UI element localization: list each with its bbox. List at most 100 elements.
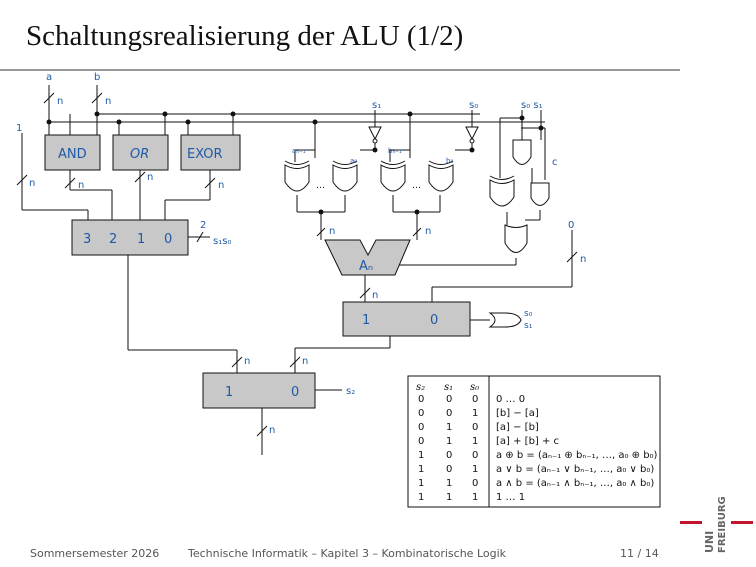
s0s1-label: s₀ s₁	[521, 100, 543, 111]
svg-text:n: n	[78, 180, 84, 191]
table-cell-s2: 0	[418, 436, 424, 447]
and-label: AND	[58, 147, 87, 162]
svg-text:1: 1	[362, 313, 370, 328]
table-cell-result: a ∨ b = (aₙ₋₁ ∨ bₙ₋₁, …, a₀ ∨ b₀)	[496, 464, 654, 475]
table-cell-s2: 0	[418, 394, 424, 405]
svg-text:a₀: a₀	[350, 157, 357, 165]
table-cell-s2: 1	[418, 450, 424, 461]
table-cell-result: 1 … 1	[496, 492, 525, 503]
table-cell-s0: 0	[472, 478, 478, 489]
table-cell-s1: 1	[446, 436, 452, 447]
final-mux-block	[202, 372, 316, 409]
table-cell-s2: 1	[418, 464, 424, 475]
input-one-label: 1	[16, 123, 22, 134]
table-cell-s2: 1	[418, 478, 424, 489]
table-cell-s1: 1	[446, 478, 452, 489]
svg-text:n: n	[302, 356, 308, 367]
table-cell-s1: 1	[446, 422, 452, 433]
table-cell-s0: 0	[472, 394, 478, 405]
table-cell-s2: 0	[418, 422, 424, 433]
svg-text:aₙ₋₁: aₙ₋₁	[292, 147, 306, 155]
table-cell-s2: 0	[418, 408, 424, 419]
svg-text:bₙ₋₁: bₙ₋₁	[388, 147, 402, 155]
or-label: OR	[130, 147, 149, 162]
table-cell-s0: 0	[472, 450, 478, 461]
svg-text:1: 1	[137, 232, 145, 247]
exor-gate-block	[180, 134, 241, 171]
input-b-label: b	[94, 72, 100, 83]
svg-text:0: 0	[430, 313, 438, 328]
svg-text:0: 0	[291, 385, 299, 400]
adder-block	[324, 239, 411, 276]
and-gate-block	[44, 134, 101, 171]
svg-text:3: 3	[83, 232, 91, 247]
exor-label: EXOR	[187, 147, 223, 162]
or-gate-block	[112, 134, 169, 171]
svg-text:1: 1	[225, 385, 233, 400]
table-header-s2: s₂	[416, 382, 425, 393]
adder-label: Aₙ	[359, 259, 373, 274]
footer-chapter: Technische Informatik – Kapitel 3 – Komb…	[188, 547, 507, 560]
carry-logic	[488, 139, 550, 328]
svg-text:n: n	[218, 180, 224, 191]
svg-text:n: n	[269, 425, 275, 436]
svg-text:n: n	[580, 254, 586, 265]
table-header-s0: s₀	[470, 382, 479, 393]
svg-text:…: …	[412, 181, 421, 191]
s0-label: s₀	[469, 100, 478, 111]
slide-title: Schaltungsrealisierung der ALU (1/2)	[26, 20, 464, 52]
s1s0-label: s₁s₀	[213, 236, 231, 247]
svg-text:0: 0	[164, 232, 172, 247]
table-cell-s1: 1	[446, 492, 452, 503]
table-cell-result: [a] − [b]	[496, 422, 539, 433]
table-cell-result: a ∧ b = (aₙ₋₁ ∧ bₙ₋₁, …, a₀ ∧ b₀)	[496, 478, 654, 489]
svg-text:…: …	[316, 181, 325, 191]
svg-text:n: n	[57, 96, 63, 107]
footer-page: 11 / 14	[620, 547, 659, 560]
inverter-s1	[368, 126, 382, 141]
svg-text:n: n	[372, 290, 378, 301]
svg-text:s₀: s₀	[524, 309, 533, 319]
svg-text:2: 2	[109, 232, 117, 247]
s1-label: s₁	[372, 100, 381, 111]
or-gate-s0-s1	[488, 312, 522, 328]
xor-group-b	[380, 160, 454, 192]
table-cell-s1: 0	[446, 394, 452, 405]
uni-freiburg-logo: UNI FREIBURG	[680, 496, 753, 553]
table-cell-s0: 0	[472, 422, 478, 433]
mux2-block	[342, 301, 471, 337]
table-cell-result: [b] − [a]	[496, 408, 539, 419]
svg-text:n: n	[105, 96, 111, 107]
table-cell-result: [a] + [b] + c	[496, 436, 559, 447]
carry-label: c	[552, 157, 558, 168]
svg-text:2: 2	[200, 220, 206, 231]
svg-text:n: n	[147, 172, 153, 183]
table-cell-result: 0 … 0	[496, 394, 525, 405]
svg-text:b₀: b₀	[446, 157, 453, 165]
table-cell-s0: 1	[472, 464, 478, 475]
inverter-s0	[465, 126, 479, 141]
table-cell-s1: 0	[446, 450, 452, 461]
table-cell-s1: 0	[446, 464, 452, 475]
table-cell-s1: 0	[446, 408, 452, 419]
svg-text:UNI: UNI	[703, 531, 716, 553]
svg-text:s₁: s₁	[524, 321, 533, 331]
table-cell-s0: 1	[472, 492, 478, 503]
svg-text:n: n	[425, 226, 431, 237]
table-header-s1: s₁	[444, 382, 453, 393]
table-cell-result: a ⊕ b = (aₙ₋₁ ⊕ bₙ₋₁, …, a₀ ⊕ b₀)	[496, 450, 658, 461]
svg-text:FREIBURG: FREIBURG	[717, 496, 728, 553]
svg-text:n: n	[29, 178, 35, 189]
svg-text:n: n	[244, 356, 250, 367]
input-a-label: a	[46, 72, 52, 83]
xor-group-a	[284, 160, 358, 192]
function-table: s₂ s₁ s₀ 0 0 0 0 … 0 0 0 1 [b] − [a] 0 1 0 [a] − [b…	[407, 375, 661, 508]
s2-label: s₂	[346, 386, 355, 397]
table-cell-s0: 1	[472, 408, 478, 419]
table-cell-s2: 1	[418, 492, 424, 503]
footer-semester: Sommersemester 2026	[30, 547, 160, 560]
title-rule	[0, 69, 680, 71]
table-cell-s0: 1	[472, 436, 478, 447]
input-zero-label: 0	[568, 220, 574, 231]
